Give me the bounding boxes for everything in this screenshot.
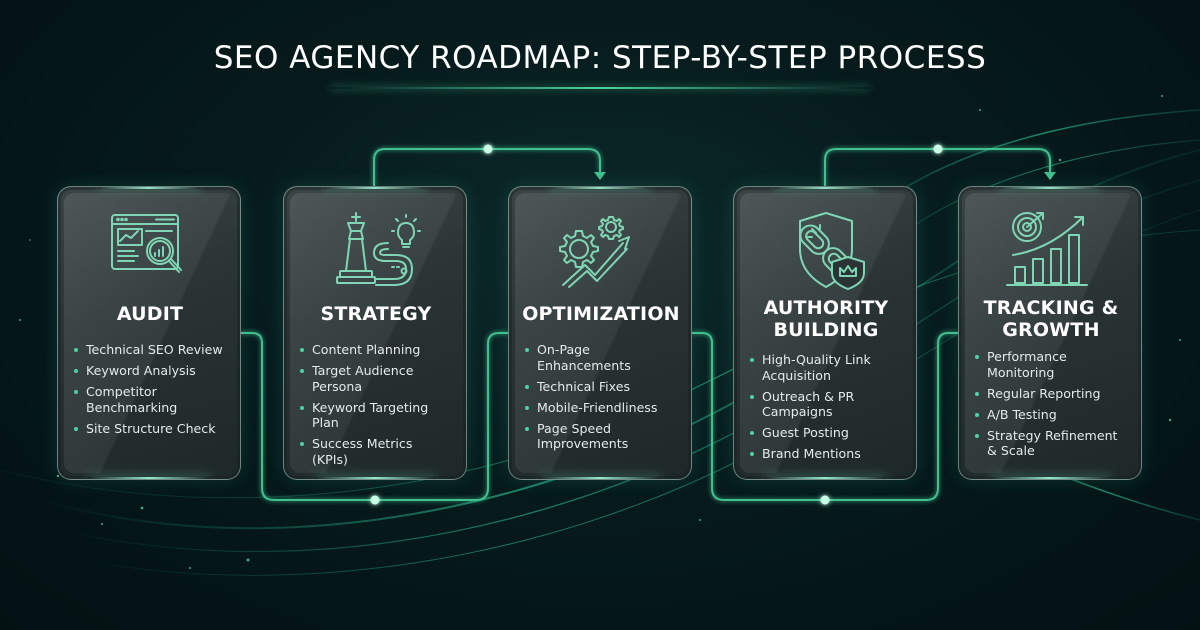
list-item: Page Speed Improvements (523, 421, 633, 452)
list-item: Performance Monitoring (973, 349, 1083, 380)
list-item: Technical Fixes (523, 379, 691, 395)
step-items: On-Page Enhancements Technical Fixes Mob… (523, 342, 691, 457)
step-card-strategy: STRATEGY Content Planning Target Audienc… (283, 186, 467, 480)
list-item: Technical SEO Review (72, 342, 240, 358)
connector-authority-tracking (824, 148, 1051, 186)
step-items: Content Planning Target Audience Persona… (298, 342, 466, 473)
step-items: Performance Monitoring Regular Reporting… (973, 349, 1141, 464)
step-items: High-Quality Link Acquisition Outreach &… (748, 352, 916, 467)
step-items: Technical SEO Review Keyword Analysis Co… (72, 342, 240, 442)
list-item: Guest Posting (748, 425, 916, 441)
list-item: Keyword Analysis (72, 363, 240, 379)
step-card-audit: AUDIT Technical SEO Review Keyword Analy… (57, 186, 241, 480)
gears-growth-arrow-icon (559, 216, 630, 288)
list-item: Mobile-Friendliness (523, 400, 691, 416)
list-item: Content Planning (298, 342, 466, 358)
list-item: High-Quality Link Acquisition (748, 352, 888, 383)
shield-link-crown-icon (799, 212, 865, 290)
step-card-authority-building: AUTHORITY BUILDING High-Quality Link Acq… (733, 186, 917, 480)
connector-node (483, 144, 493, 154)
connector-node (933, 144, 943, 154)
chess-king-roadmap-lightbulb-icon (336, 212, 421, 286)
list-item: Regular Reporting (973, 386, 1141, 402)
list-item: Keyword Targeting Plan (298, 400, 438, 431)
step-card-tracking-growth: TRACKING & GROWTH Performance Monitoring… (958, 186, 1142, 480)
step-title: TRACKING & GROWTH (983, 297, 1119, 341)
step-card-optimization: OPTIMIZATION On-Page Enhancements Techni… (508, 186, 692, 480)
connector-node (370, 495, 380, 505)
list-item: Success Metrics (KPIs) (298, 436, 418, 467)
connector-strategy-optimization (373, 148, 601, 186)
target-bar-chart-growth-icon (1006, 212, 1088, 286)
list-item: Site Structure Check (72, 421, 240, 437)
page-title: SEO AGENCY ROADMAP: STEP-BY-STEP PROCESS (213, 40, 987, 76)
list-item: On-Page Enhancements (523, 342, 633, 373)
step-title: AUDIT (116, 303, 184, 325)
list-item: Target Audience Persona (298, 363, 428, 394)
arrow-head-icon (1044, 172, 1056, 180)
list-item: Brand Mentions (748, 446, 916, 462)
arrow-head-icon (594, 172, 606, 180)
list-item: Competitor Benchmarking (72, 384, 182, 415)
step-title: AUTHORITY BUILDING (763, 297, 889, 341)
list-item: Outreach & PR Campaigns (748, 389, 868, 420)
connector-node (820, 495, 830, 505)
step-title: STRATEGY (320, 303, 432, 325)
website-analytics-magnifier-icon (111, 214, 182, 273)
list-item: A/B Testing (973, 407, 1141, 423)
step-title: OPTIMIZATION (522, 303, 680, 325)
title-underline (330, 87, 870, 89)
list-item: Strategy Refinement & Scale (973, 428, 1123, 459)
